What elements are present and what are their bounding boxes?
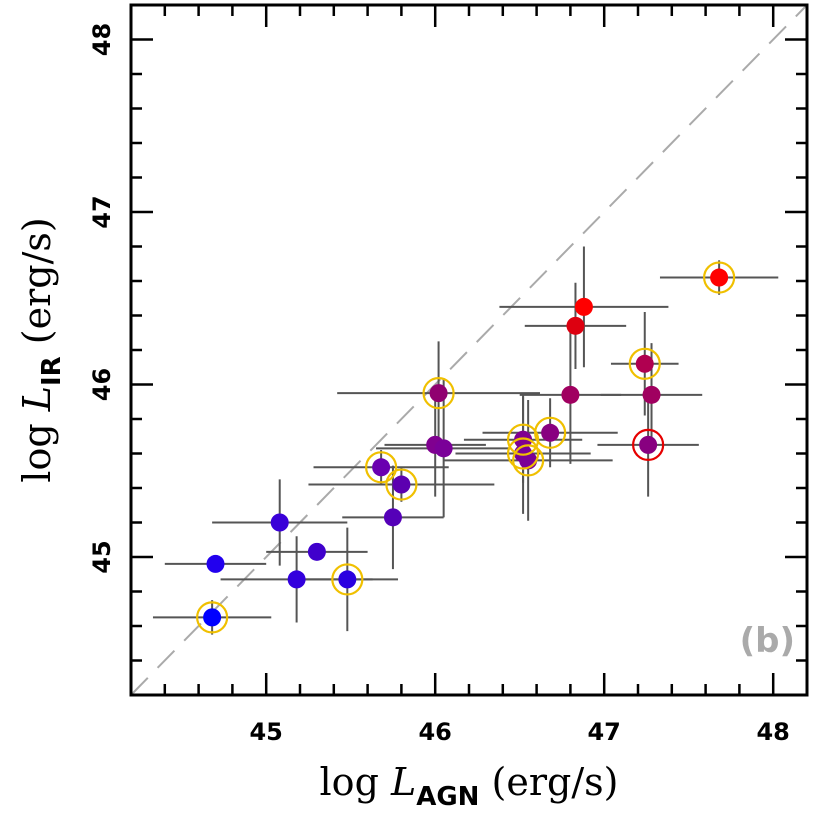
data-point — [203, 608, 222, 627]
y-axis-title-subscript: IR — [37, 356, 67, 386]
panel-label: (b) — [740, 621, 795, 661]
x-axis-title-prefix: log — [320, 760, 391, 804]
x-axis-title-symbol: L — [390, 760, 416, 804]
y-axis-title-suffix: (erg/s) — [15, 217, 59, 356]
one-to-one-line — [130, 4, 808, 696]
highlight-ring — [512, 444, 545, 477]
highlight-ring — [534, 416, 567, 449]
tick-labels-layer: 45 46 47 48 45 46 47 48 — [88, 23, 790, 746]
data-point — [429, 384, 448, 403]
highlight-ring — [506, 423, 540, 456]
y-tick-label: 48 — [88, 23, 116, 56]
highlight-ring — [703, 261, 736, 294]
data-point — [639, 435, 658, 454]
y-tick-label: 47 — [88, 195, 116, 228]
x-axis-title-subscript: AGN — [416, 782, 479, 812]
data-point — [270, 513, 289, 532]
data-point — [561, 385, 580, 404]
points-layer — [203, 268, 729, 627]
data-point — [287, 570, 306, 589]
data-point — [434, 439, 453, 458]
highlight-ring — [628, 347, 661, 380]
data-point — [514, 430, 533, 449]
data-point — [383, 508, 402, 527]
highlight-ring — [506, 437, 540, 470]
y-axis-title-symbol: L — [15, 386, 59, 412]
data-point — [392, 475, 411, 494]
data-point — [206, 554, 225, 573]
data-point — [541, 423, 560, 442]
y-axis-title-prefix: log — [15, 411, 59, 482]
highlight-ring — [422, 377, 455, 410]
x-axis-title-suffix: (erg/s) — [479, 760, 618, 804]
data-point — [566, 316, 585, 335]
x-tick-label: 47 — [587, 718, 620, 746]
x-tick-label: 46 — [418, 718, 451, 746]
y-tick-label: 45 — [88, 540, 116, 573]
rings-layer — [196, 261, 736, 634]
reference-line-layer — [130, 4, 808, 696]
data-point — [372, 458, 391, 477]
x-tick-label: 48 — [756, 718, 789, 746]
highlight-ring — [196, 601, 229, 634]
data-point — [642, 385, 661, 404]
x-tick-label: 45 — [249, 718, 282, 746]
y-tick-label: 46 — [88, 368, 116, 401]
y-axis-title: log LIR (erg/s) — [15, 217, 67, 482]
highlight-ring — [385, 468, 418, 501]
ticks-layer — [129, 3, 809, 697]
data-point — [307, 542, 326, 561]
x-axis-title: log LAGN (erg/s) — [320, 760, 619, 812]
highlight-ring — [331, 563, 364, 596]
data-point — [710, 268, 729, 287]
data-point — [338, 570, 357, 589]
highlight-ring — [365, 451, 398, 484]
data-point — [574, 297, 593, 316]
highlight-ring — [632, 428, 665, 461]
data-point — [635, 354, 654, 373]
